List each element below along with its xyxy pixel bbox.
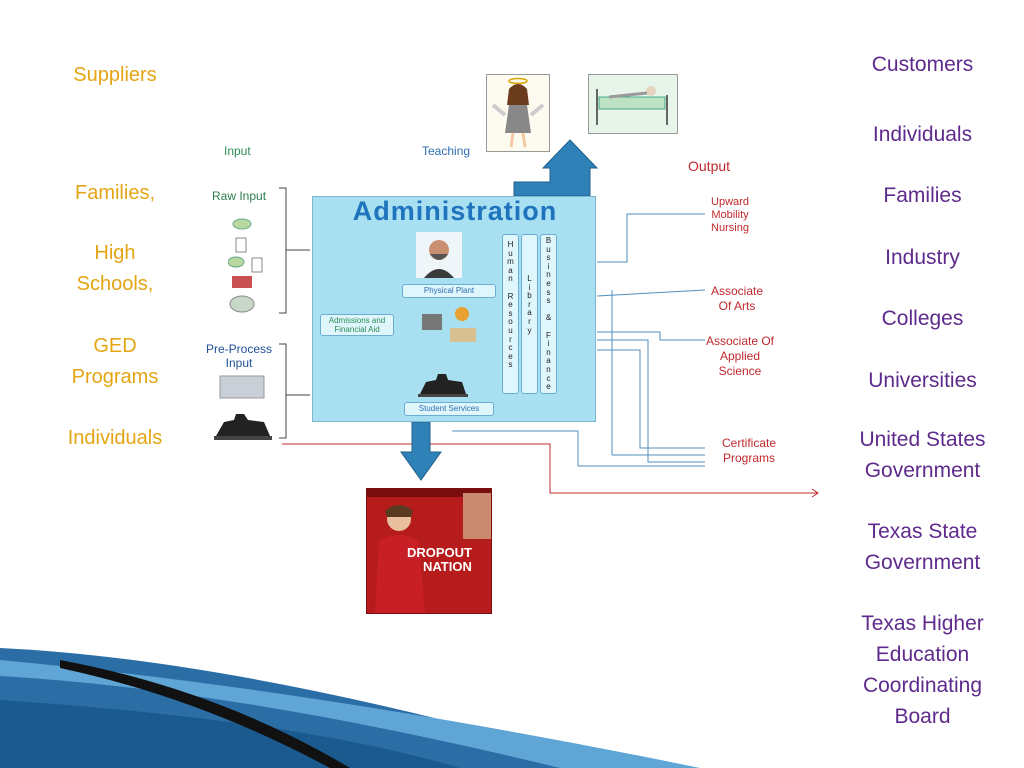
human-resources-letter: n — [508, 274, 513, 284]
customer-texas-government: Texas State Government — [864, 520, 981, 574]
business-finance-letter: n — [546, 270, 551, 280]
raw-input-pictures — [227, 216, 268, 321]
library-letter: L — [527, 274, 532, 283]
human-resources-letter: u — [508, 325, 513, 335]
human-resources-letter: R — [507, 291, 514, 301]
preprocess-pictures — [214, 374, 274, 449]
customer-individuals: Individuals — [872, 123, 973, 146]
business-finance-letter: B — [545, 236, 552, 245]
library-letter: y — [527, 325, 532, 335]
output-certificate-programs: Certificate Programs — [721, 436, 777, 465]
business-finance-letter: s — [546, 253, 551, 263]
human-resources-letter: r — [509, 334, 512, 344]
suppliers-heading: Suppliers — [73, 64, 157, 86]
output-label: Output — [688, 158, 731, 174]
business-finance-letter: i — [547, 339, 550, 349]
magazine-title-line1: DROPOUT — [407, 545, 472, 560]
business-finance-letter: e — [546, 278, 551, 288]
student-services-box: Student Services — [404, 402, 494, 416]
raw-input-label: Raw Input — [212, 189, 267, 203]
business-finance-letter: F — [546, 330, 551, 340]
library-letter: b — [527, 291, 532, 301]
human-resources-letter: c — [508, 343, 513, 353]
library-letter: a — [527, 308, 532, 318]
business-finance-letter: i — [547, 261, 550, 271]
business-finance-letter: n — [546, 347, 551, 357]
business-finance-letter: e — [546, 382, 551, 392]
patient-bed-picture — [588, 74, 678, 134]
business-finance-letter: c — [546, 373, 551, 383]
customers-heading: Customers — [871, 53, 974, 76]
output-associate-applied-science: Associate Of Applied Science — [705, 334, 775, 378]
customer-colleges: Colleges — [881, 307, 964, 330]
customer-us-government: United States Government — [859, 428, 986, 482]
human-resources-letter: H — [507, 240, 514, 249]
human-resources-letter: u — [508, 248, 513, 258]
customer-thecb: Texas Higher Education Coordinating Boar… — [861, 612, 984, 728]
admin-portrait — [416, 232, 462, 278]
supplier-high-schools: High Schools, — [76, 242, 154, 295]
library-letter: i — [528, 282, 531, 292]
human-resources-letter: s — [508, 360, 513, 370]
human-resources-letter: a — [508, 265, 513, 275]
magazine-title-line2: NATION — [423, 559, 472, 574]
business-finance-letter: a — [546, 356, 551, 366]
physical-plant-box: Physical Plant — [402, 284, 496, 298]
business-finance-letter: & — [545, 313, 552, 323]
business-finance-letter: s — [546, 287, 551, 297]
admissions-box: Admissions and Financial Aid — [320, 314, 394, 336]
angel-teacher-picture — [486, 74, 550, 152]
supplier-ged: GED Programs — [71, 335, 159, 388]
administration-title: Administration — [352, 196, 558, 226]
customer-universities: Universities — [868, 369, 977, 392]
input-label: Input — [224, 144, 251, 158]
human-resources-letter: e — [508, 351, 513, 361]
human-resources-letter: o — [508, 317, 513, 327]
business-finance-letter: n — [546, 364, 551, 374]
output-associate-arts: Associate Of Arts — [710, 284, 764, 313]
supplier-families: Families, — [74, 182, 155, 204]
supplier-individuals: Individuals — [67, 427, 163, 449]
human-resources-letter: e — [508, 300, 513, 310]
business-finance-letter: u — [546, 244, 551, 254]
library-letter: r — [528, 299, 531, 309]
dropout-nation-magazine: DROPOUT NATION — [366, 488, 492, 614]
office-pictures — [420, 302, 480, 346]
library-letter: r — [528, 316, 531, 326]
human-resources-letter: m — [507, 257, 514, 267]
customer-industry: Industry — [885, 246, 960, 269]
business-finance-letter: s — [546, 296, 551, 306]
human-resources-letter: s — [508, 308, 513, 318]
campus-building-picture — [418, 362, 468, 398]
preprocess-label: Pre-Process Input — [205, 342, 273, 370]
output-nursing: Upward Mobility Nursing — [711, 196, 749, 234]
customer-families: Families — [883, 184, 962, 207]
teaching-label: Teaching — [422, 144, 471, 158]
